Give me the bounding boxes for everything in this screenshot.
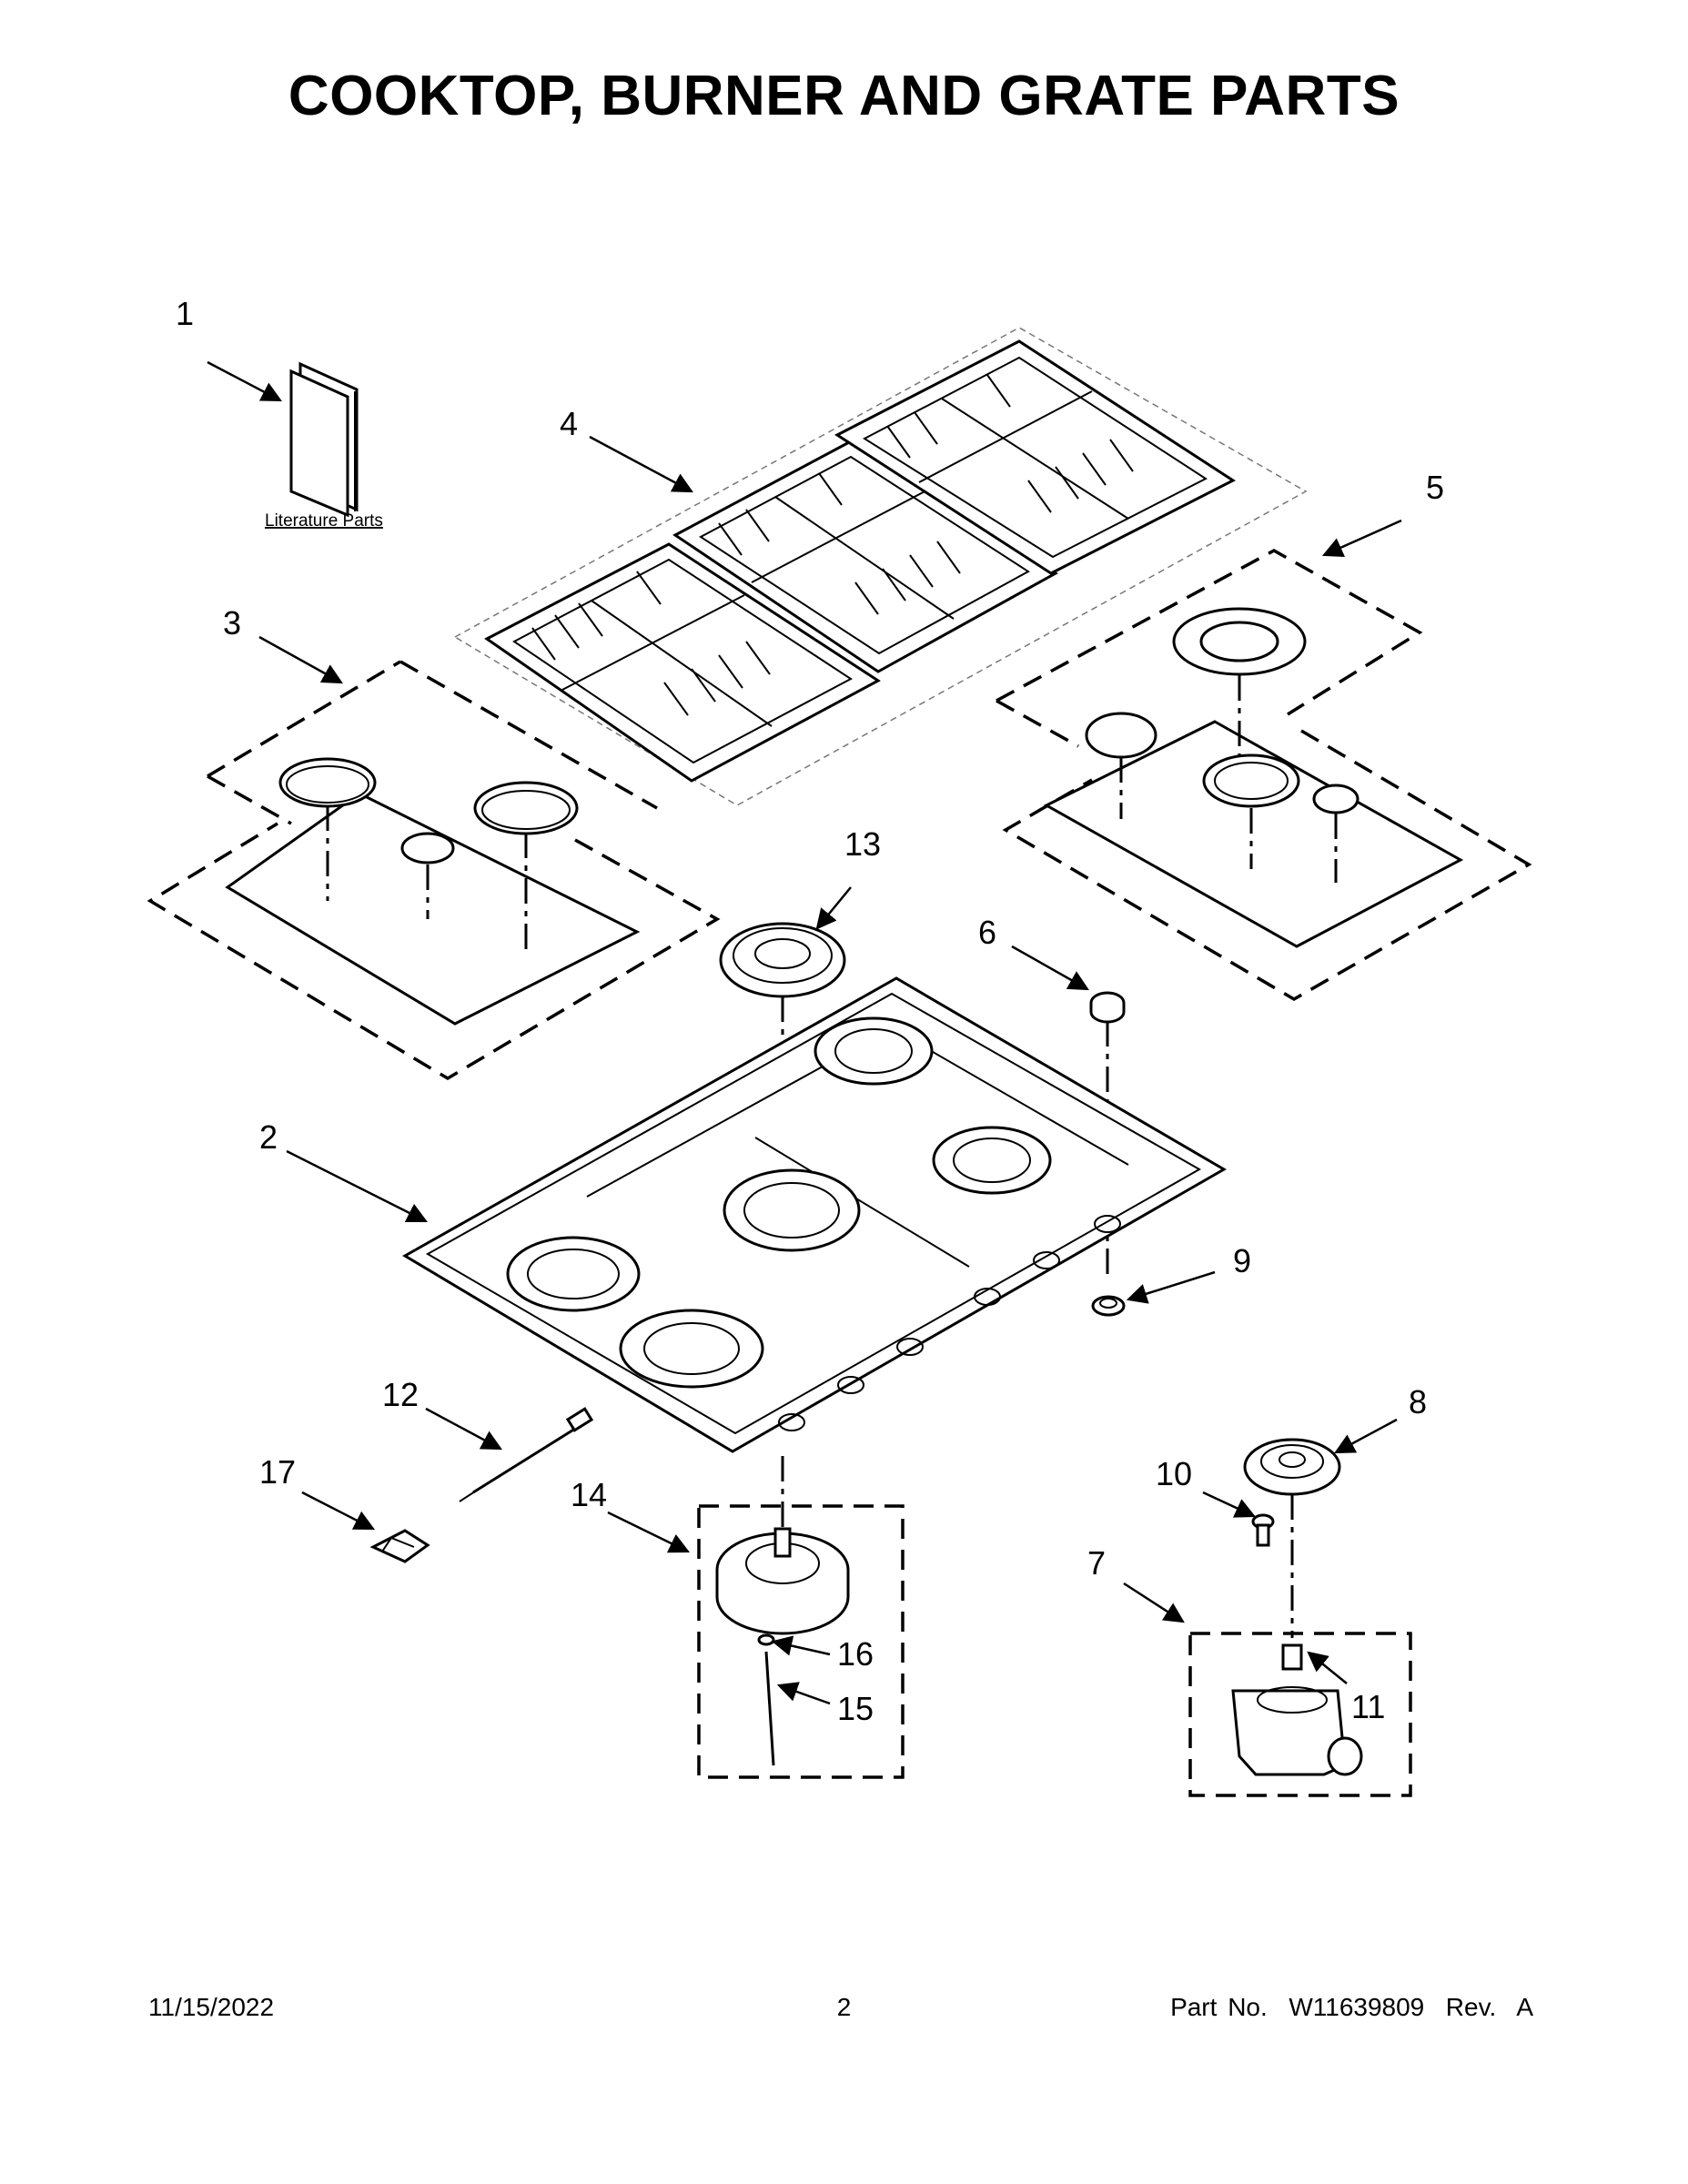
callout-5: 5 bbox=[1426, 469, 1444, 506]
callout-17: 17 bbox=[259, 1453, 296, 1491]
screw[interactable] bbox=[1251, 1513, 1275, 1547]
burner-head-right[interactable] bbox=[1243, 1438, 1341, 1638]
callout-7: 7 bbox=[1087, 1544, 1106, 1582]
grate-right[interactable] bbox=[834, 339, 1236, 575]
callout-3: 3 bbox=[223, 604, 241, 642]
footer-page-number: 2 bbox=[836, 1993, 852, 2021]
grate-center[interactable] bbox=[672, 440, 1058, 673]
callout-4: 4 bbox=[560, 405, 578, 442]
spark-electrode[interactable] bbox=[459, 1407, 594, 1502]
grommet[interactable] bbox=[1091, 1295, 1126, 1317]
grate-left[interactable] bbox=[484, 542, 881, 783]
retaining-clip[interactable] bbox=[369, 1529, 430, 1563]
literature-parts[interactable] bbox=[289, 361, 359, 518]
callout-2: 2 bbox=[259, 1118, 278, 1156]
callout-11: 11 bbox=[1351, 1688, 1385, 1725]
burner-valve-assembly[interactable] bbox=[1188, 1632, 1412, 1797]
burner-base-assembly[interactable] bbox=[697, 1456, 905, 1779]
callout-12: 12 bbox=[382, 1376, 419, 1413]
literature-parts-label[interactable]: Literature Parts bbox=[265, 511, 383, 531]
callout-13: 13 bbox=[844, 825, 881, 863]
page-title: COOKTOP, BURNER AND GRATE PARTS bbox=[288, 65, 1400, 127]
cooktop-main-top[interactable] bbox=[402, 976, 1227, 1453]
callout-8: 8 bbox=[1409, 1383, 1427, 1421]
callout-1: 1 bbox=[176, 295, 194, 332]
callout-arrows bbox=[207, 360, 1402, 1705]
callout-15: 15 bbox=[837, 1690, 874, 1727]
callout-16: 16 bbox=[837, 1635, 874, 1673]
callout-10: 10 bbox=[1156, 1455, 1192, 1492]
callout-14: 14 bbox=[571, 1476, 607, 1513]
right-burner-gasket-set[interactable] bbox=[996, 549, 1532, 1002]
left-burner-gasket-set[interactable] bbox=[147, 660, 721, 1081]
grates-assembly[interactable] bbox=[453, 327, 1308, 806]
footer-part-number: Part No. W11639809 Rev. A bbox=[1170, 1993, 1533, 2021]
footer-date: 11/15/2022 bbox=[148, 1993, 275, 2021]
callout-6: 6 bbox=[978, 914, 996, 951]
callout-9: 9 bbox=[1233, 1242, 1251, 1279]
